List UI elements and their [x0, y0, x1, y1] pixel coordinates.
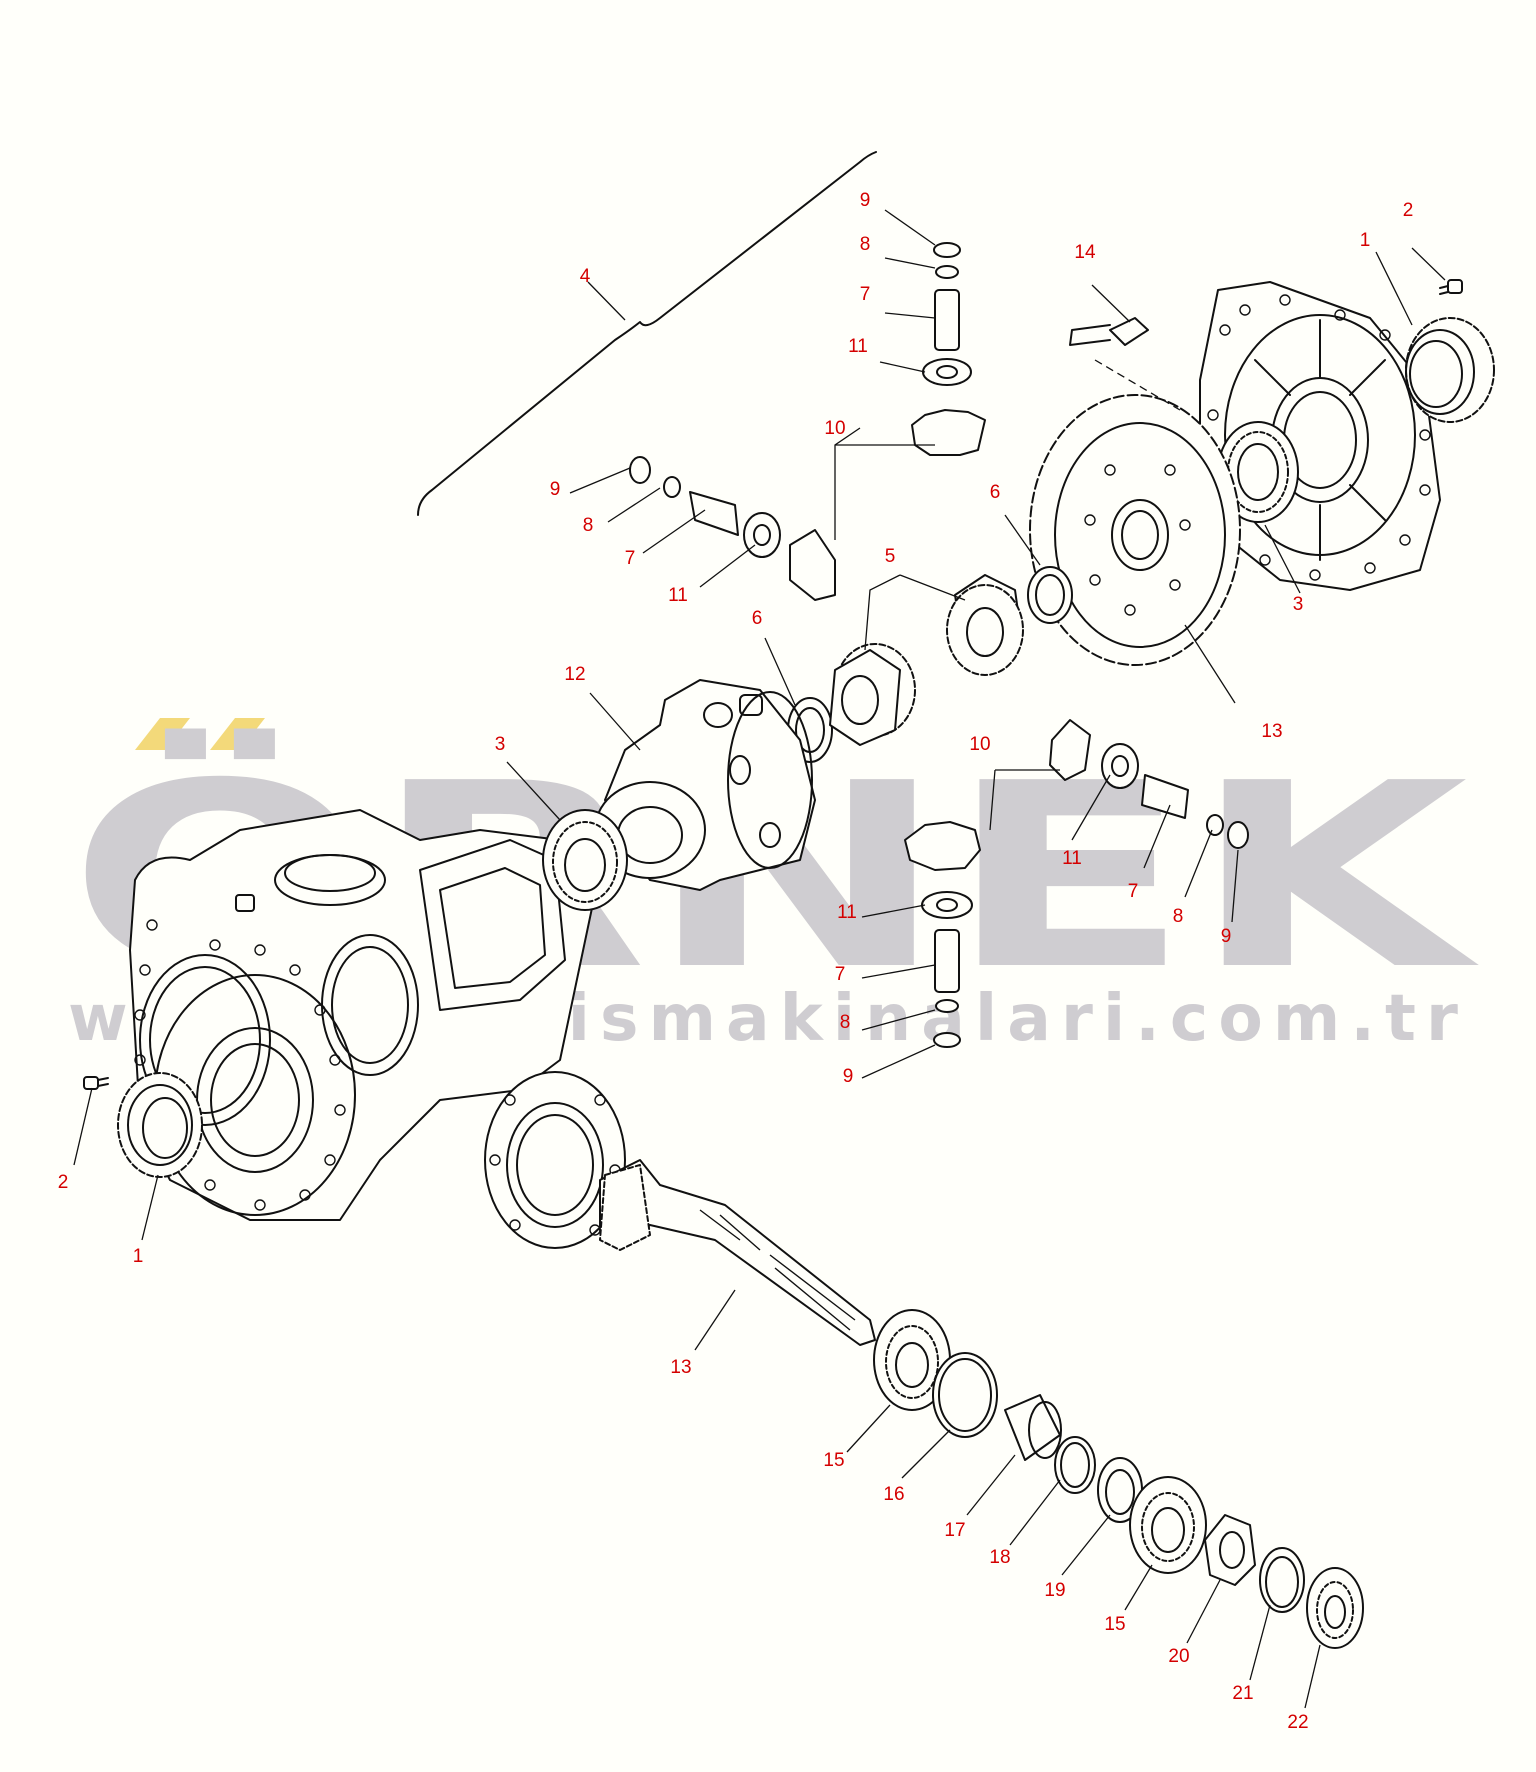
callout-21: 21	[1232, 1683, 1253, 1704]
callout-11-lower: 11	[837, 902, 857, 923]
callout-15-inner: 15	[1104, 1614, 1125, 1635]
callout-9-lower: 9	[843, 1066, 854, 1087]
callout-16: 16	[883, 1484, 904, 1505]
callout-8-upper: 8	[860, 234, 871, 255]
pinion-nut	[1204, 1514, 1256, 1586]
leader-lines	[73, 209, 1446, 1709]
pinion-set-right	[1049, 719, 1249, 849]
callout-19: 19	[1044, 1580, 1065, 1601]
callout-5: 5	[885, 546, 896, 567]
callouts: 4 9 8 7 11 10 14 2 1 9 8 7 11 6 5 3 6 12…	[58, 190, 1414, 1733]
callout-13-pinion: 13	[670, 1357, 691, 1378]
callout-11-upper: 11	[848, 336, 868, 357]
callout-12: 12	[564, 664, 585, 685]
callout-22: 22	[1287, 1712, 1308, 1733]
callout-1-left: 1	[133, 1246, 144, 1267]
callout-7-upper: 7	[860, 284, 871, 305]
callout-10-lower: 10	[969, 734, 990, 755]
callout-9-upper: 9	[860, 190, 871, 211]
callout-17: 17	[944, 1520, 965, 1541]
pinion-bearing-outer	[873, 1309, 951, 1411]
side-gear-right	[946, 574, 1024, 676]
adjuster-nut-right	[1405, 317, 1495, 423]
pinion-set-lower	[904, 821, 981, 1048]
callout-8-left: 8	[583, 515, 594, 536]
ring-gear	[1029, 394, 1241, 666]
callout-1-right: 1	[1360, 230, 1371, 251]
assembly-brace	[417, 151, 877, 516]
callout-9-right: 9	[1221, 926, 1232, 947]
ring-gear-bolt	[1069, 317, 1181, 411]
callout-13-ring: 13	[1261, 721, 1282, 742]
lock-bolt-right	[1439, 279, 1463, 295]
pinion-bearing-inner	[1129, 1476, 1207, 1574]
carrier-bearing-left	[542, 809, 628, 911]
callout-8-right: 8	[1173, 906, 1184, 927]
callout-10-upper: 10	[824, 418, 845, 439]
differential-case	[594, 679, 816, 891]
callout-15-outer: 15	[823, 1450, 844, 1471]
callout-11-right: 11	[1062, 848, 1082, 869]
callout-9-left: 9	[550, 479, 561, 500]
callout-3-right: 3	[1293, 594, 1304, 615]
callout-4: 4	[580, 266, 591, 287]
watermark-accent-right	[210, 718, 265, 750]
pilot-bearing	[1306, 1567, 1364, 1649]
callout-6-lower: 6	[752, 608, 763, 629]
callout-7-left: 7	[625, 548, 636, 569]
callout-7-right: 7	[1128, 881, 1139, 902]
watermark-accent-left	[135, 718, 190, 750]
callout-8-lower: 8	[840, 1012, 851, 1033]
pinion-set-left	[629, 456, 836, 601]
callout-14: 14	[1074, 242, 1096, 263]
callout-2-left: 2	[58, 1172, 69, 1193]
callout-3-left: 3	[495, 734, 506, 755]
axle-housing	[129, 809, 626, 1249]
adjuster-nut-left	[117, 1072, 203, 1178]
callout-7-lower: 7	[835, 964, 846, 985]
drive-pinion-shaft	[599, 1159, 876, 1346]
pinion-set-upper	[911, 242, 986, 456]
callout-11-left: 11	[668, 585, 688, 606]
callout-18: 18	[989, 1547, 1010, 1568]
side-gear-left	[829, 643, 916, 746]
collapsible-spacer	[1004, 1394, 1062, 1461]
lock-bolt-left	[83, 1076, 109, 1090]
spacer-ring	[932, 1352, 998, 1438]
callout-20: 20	[1168, 1646, 1189, 1667]
callout-2-right: 2	[1403, 200, 1414, 221]
callout-6-upper: 6	[990, 482, 1001, 503]
